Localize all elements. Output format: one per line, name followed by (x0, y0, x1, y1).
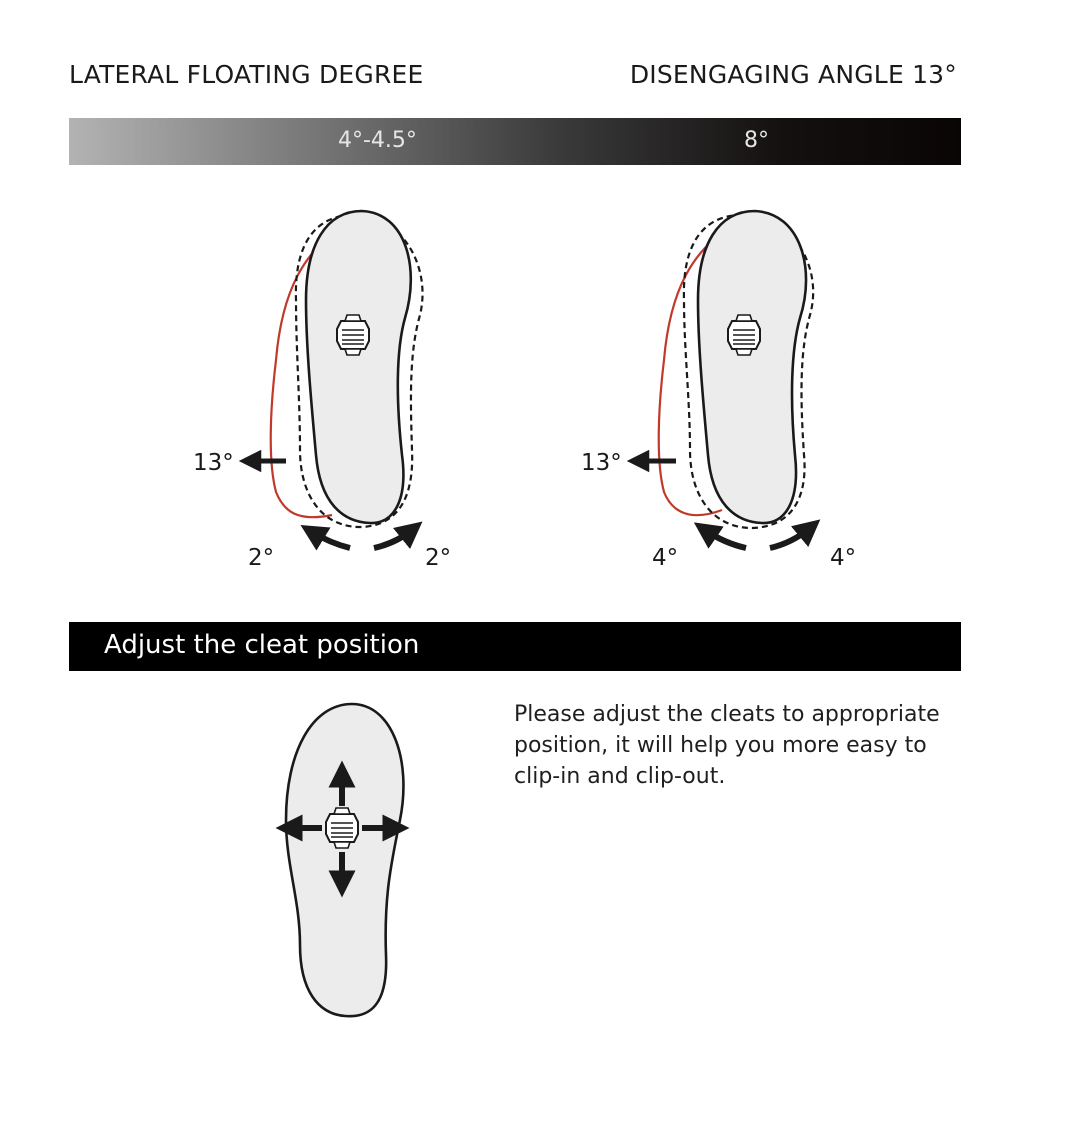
left-rotate-left-label: 2° (248, 545, 274, 571)
adjust-section-header (69, 622, 961, 671)
right-sole-diagram: 13° 4° 4° (581, 209, 856, 571)
lateral-floating-degree-title: LATERAL FLOATING DEGREE (69, 60, 424, 89)
left-rotate-arrow-right (373, 521, 423, 551)
right-sole-dashed-outline-a (682, 213, 815, 530)
left-sole-dashed-outline (294, 213, 424, 529)
right-cleat-icon (727, 314, 761, 356)
adjust-section-title: Adjust the cleat position (104, 630, 420, 660)
float-range-large-label: 8° (744, 128, 769, 153)
adjust-description: Please adjust the cleats to appropriate … (514, 702, 940, 789)
left-sole (304, 209, 413, 525)
adjust-cleat-icon (325, 807, 359, 849)
right-swing-path (657, 227, 731, 517)
right-lateral-angle-label: 13° (581, 450, 622, 476)
left-rotate-arrow-left (300, 524, 351, 551)
left-swing-path (269, 227, 343, 519)
left-lateral-angle-label: 13° (193, 450, 234, 476)
disengaging-angle-title: DISENGAGING ANGLE 13° (629, 60, 957, 89)
right-rotate-right-label: 4° (830, 545, 856, 571)
right-sole (696, 209, 808, 525)
right-rotate-arrow-right (769, 519, 821, 551)
float-range-small-label: 4°-4.5° (338, 128, 417, 153)
right-rotate-left-label: 4° (652, 545, 678, 571)
adjust-sole-diagram (275, 702, 410, 1018)
float-gradient-bar (69, 118, 961, 165)
left-cleat-icon (336, 314, 370, 356)
left-rotate-right-label: 2° (425, 545, 451, 571)
left-sole-diagram: 13° 2° 2° (193, 209, 451, 571)
right-rotate-arrow-left (693, 522, 747, 551)
